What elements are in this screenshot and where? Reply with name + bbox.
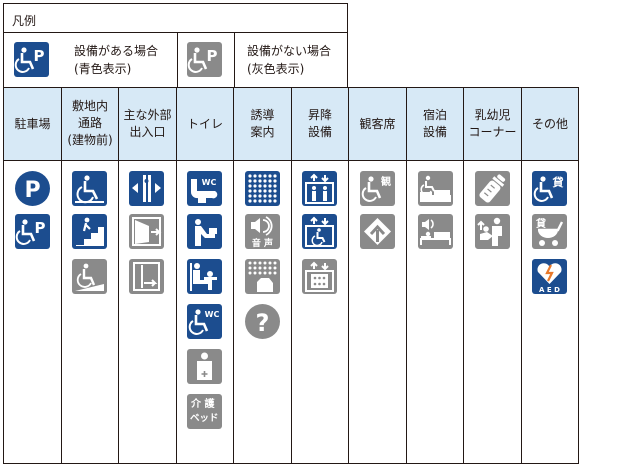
svg-text:WC: WC bbox=[202, 178, 217, 187]
person-toilet-icon bbox=[187, 349, 222, 384]
svg-text:P: P bbox=[207, 47, 218, 65]
legend-unavailable-subtext: (灰色表示) bbox=[247, 62, 305, 76]
legend-unavailable-text: 設備がない場合 bbox=[247, 44, 332, 58]
wheelchair-icon bbox=[72, 171, 107, 206]
svg-text:P: P bbox=[34, 47, 45, 65]
svg-text:音 声: 音 声 bbox=[252, 237, 273, 249]
legend-row: P 設備がある場合 (青色表示) P 設備がない場合 (灰色表示) bbox=[3, 32, 348, 88]
tactile-map-icon bbox=[245, 259, 280, 294]
wheelchair-rental-icon: 貸 bbox=[532, 171, 567, 206]
baby-changing-icon bbox=[187, 259, 222, 294]
svg-text:?: ? bbox=[256, 309, 270, 337]
nursing-room-icon bbox=[475, 214, 510, 249]
header-guidance: 誘導案内 bbox=[233, 87, 292, 161]
header-parking: 駐車場 bbox=[3, 87, 62, 161]
ostomate-icon bbox=[187, 214, 222, 249]
accessible-parking-icon: P bbox=[14, 42, 49, 77]
accessible-elevator-icon bbox=[302, 214, 337, 249]
svg-text:P: P bbox=[35, 219, 46, 237]
stroller-rental-icon: 貸 bbox=[532, 214, 567, 249]
swing-door-icon bbox=[129, 214, 164, 249]
svg-text:貸: 貸 bbox=[535, 217, 546, 230]
automatic-door-icon bbox=[129, 171, 164, 206]
accessible-parking-icon: P bbox=[15, 214, 50, 249]
svg-text:観: 観 bbox=[381, 175, 391, 188]
header-elevator: 昇降設備 bbox=[291, 87, 349, 161]
svg-text:A E D: A E D bbox=[539, 286, 560, 294]
accessible-seating-icon: 観 bbox=[360, 171, 395, 206]
header-toilet: トイレ bbox=[176, 87, 234, 161]
sliding-door-icon bbox=[129, 259, 164, 294]
route-arrow-icon bbox=[360, 214, 395, 249]
header-lodging: 宿泊設備 bbox=[406, 87, 464, 161]
header-entrance: 主な外部出入口 bbox=[118, 87, 177, 161]
elevator-braille-icon bbox=[302, 259, 337, 294]
accessible-room-icon bbox=[418, 171, 453, 206]
legend-title: 凡例 bbox=[3, 3, 348, 33]
legend-available-text: 設備がある場合 bbox=[74, 44, 159, 58]
accessible-parking-icon-gray: P bbox=[187, 42, 222, 77]
aed-icon: A E D bbox=[532, 259, 567, 294]
legend-available-subtext: (青色表示) bbox=[74, 62, 132, 76]
slope-wheelchair-icon bbox=[72, 259, 107, 294]
toilet-wc-icon: WC bbox=[187, 171, 222, 206]
elevator-icon bbox=[302, 171, 337, 206]
parking-icon: P bbox=[15, 171, 50, 206]
svg-text:P: P bbox=[24, 178, 40, 203]
baby-bottle-icon bbox=[475, 171, 510, 206]
information-question-icon: ? bbox=[245, 304, 280, 339]
braille-block-icon bbox=[245, 171, 280, 206]
svg-text:貸: 貸 bbox=[552, 175, 564, 189]
header-nursery: 乳幼児コーナー bbox=[463, 87, 522, 161]
audio-guide-icon: 音 声 bbox=[245, 214, 280, 249]
header-other: その他 bbox=[521, 87, 579, 161]
header-seating: 観客席 bbox=[348, 87, 407, 161]
care-bed-icon: 介 護 ベッド bbox=[187, 394, 222, 429]
accessible-toilet-icon: WC bbox=[187, 304, 222, 339]
stairs-icon bbox=[72, 214, 107, 249]
svg-text:WC: WC bbox=[205, 310, 220, 319]
header-site-path: 敷地内通路(建物前) bbox=[61, 87, 119, 161]
hearing-room-icon bbox=[418, 214, 453, 249]
